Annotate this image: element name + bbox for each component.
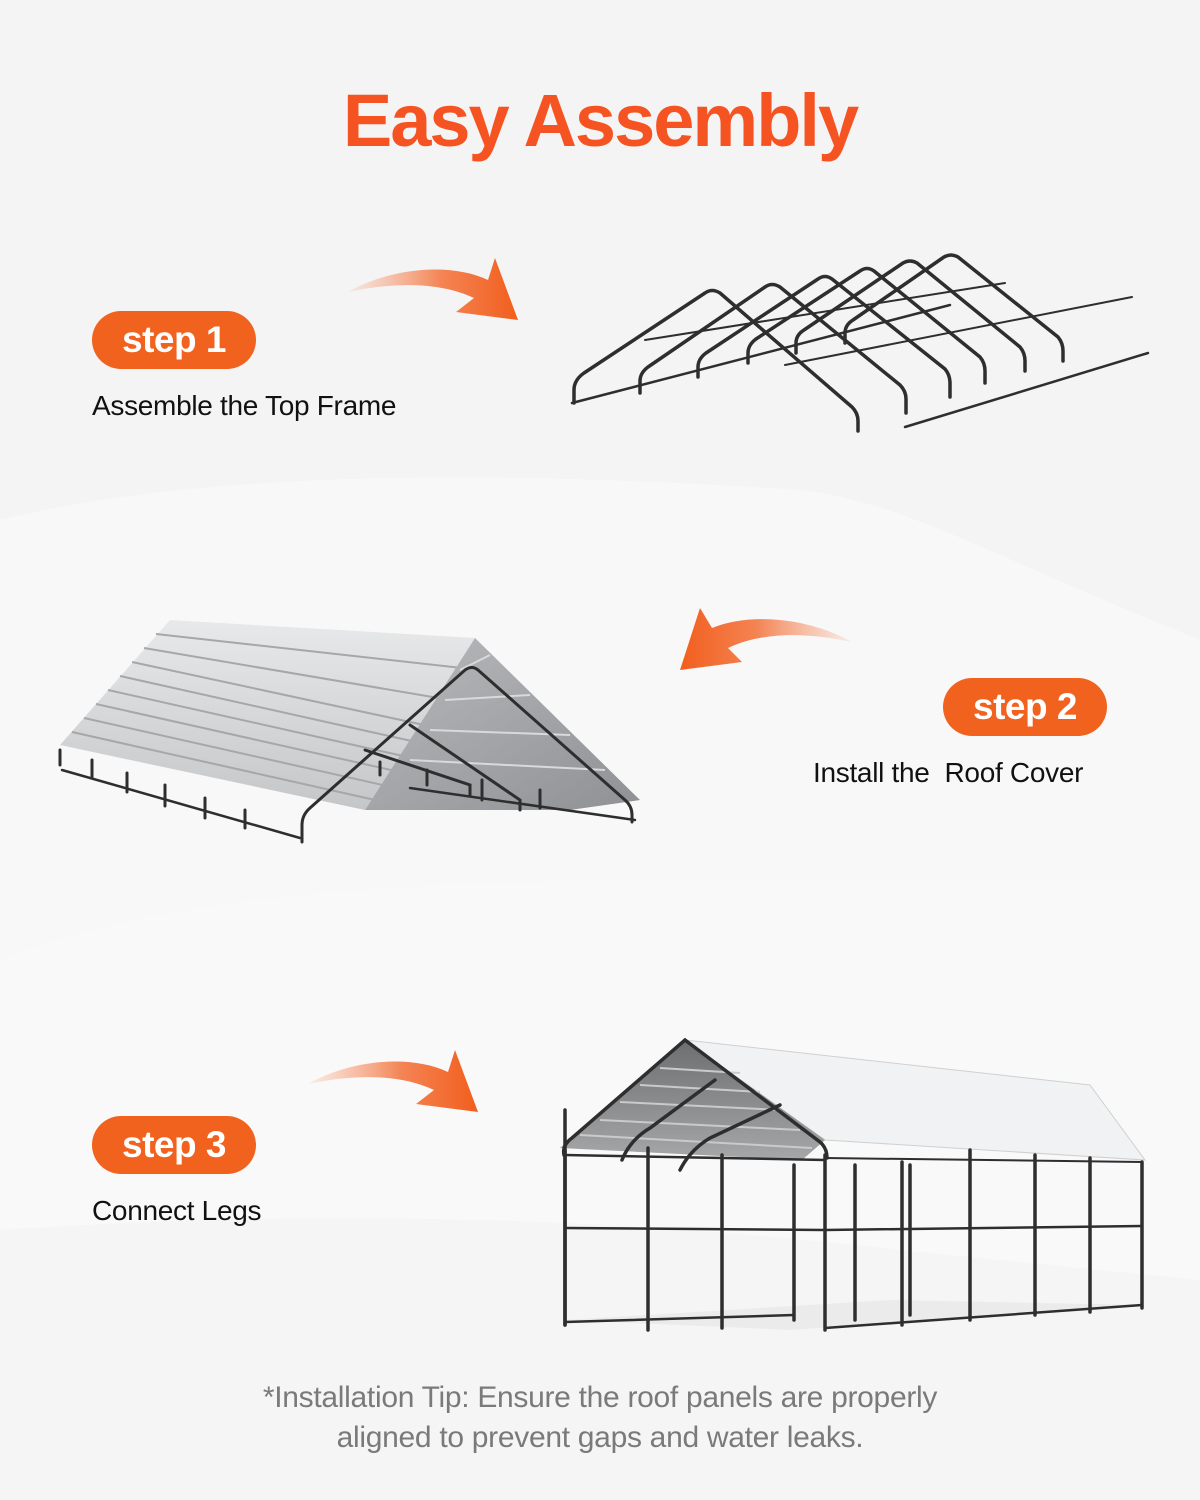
- step-2-caption: Install the Roof Cover: [813, 757, 1084, 788]
- step-3-caption: Connect Legs: [92, 1195, 262, 1226]
- step-2-badge: step 2: [943, 678, 1107, 736]
- installation-tip: *Installation Tip: Ensure the roof panel…: [0, 1378, 1200, 1458]
- step-3-badge: step 3: [92, 1116, 256, 1174]
- finished-carport-illustration: [560, 1037, 1147, 1332]
- installation-tip-line-2: aligned to prevent gaps and water leaks.: [336, 1421, 864, 1454]
- curved-arrow-right-icon: [348, 258, 518, 320]
- step-1-badge: step 1: [92, 311, 256, 369]
- curved-arrow-right-icon: [308, 1050, 478, 1112]
- installation-tip-line-1: *Installation Tip: Ensure the roof panel…: [262, 1381, 938, 1414]
- step-1-caption: Assemble the Top Frame: [92, 390, 397, 421]
- top-frame-illustration: [570, 253, 1150, 433]
- roof-cover-illustration: [58, 620, 640, 844]
- page-title: Easy Assembly: [342, 79, 859, 162]
- curved-arrow-left-icon: [680, 608, 852, 670]
